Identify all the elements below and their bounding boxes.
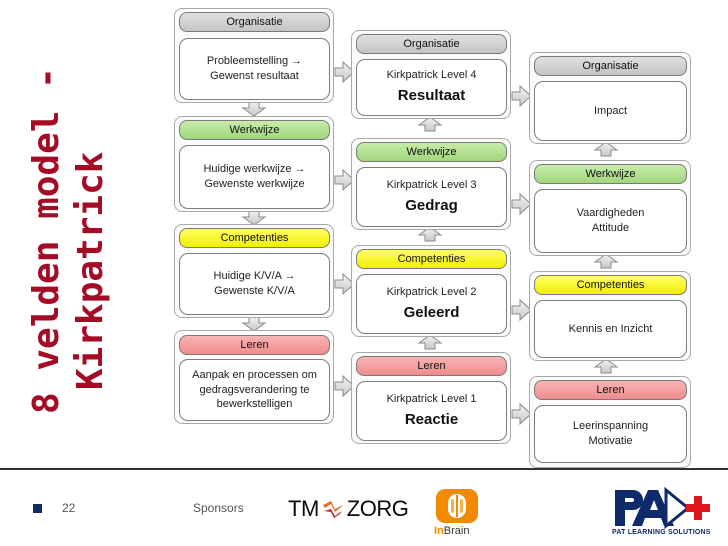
col2-label-competenties: Competenties bbox=[356, 249, 507, 269]
arrow-down-2 bbox=[241, 209, 267, 226]
col2-box-organisatie: Kirkpatrick Level 4 Resultaat bbox=[356, 59, 507, 116]
col1-box-leren: Aanpak en processen om gedragsveranderin… bbox=[179, 359, 330, 421]
col3-label-leren: Leren bbox=[534, 380, 687, 400]
col3-group-organisatie: Organisatie Impact bbox=[529, 52, 691, 144]
pat-logo-icon bbox=[615, 486, 710, 530]
col1-label-leren: Leren bbox=[179, 335, 330, 355]
col3-box-leren: Leerinspanning Motivatie bbox=[534, 405, 687, 463]
heart-icon bbox=[322, 501, 343, 518]
arrow-down-3 bbox=[241, 315, 267, 332]
arrow-up-4 bbox=[593, 141, 619, 157]
col1-box-organisatie: Probleemstelling → Gewenst resultaat bbox=[179, 38, 330, 100]
title-line-2: Kirkpatrick bbox=[70, 151, 111, 390]
arrow-up-3 bbox=[417, 334, 443, 350]
col3-label-competenties: Competenties bbox=[534, 275, 687, 295]
footer-divider bbox=[0, 468, 728, 470]
col2-box-competenties: Kirkpatrick Level 2 Geleerd bbox=[356, 274, 507, 334]
col2-group-competenties: Competenties Kirkpatrick Level 2 Geleerd bbox=[351, 245, 511, 337]
col1-group-werkwijze: Werkwijze Huidige werkwijze → Gewenste w… bbox=[174, 116, 334, 212]
inbrain-label: InBrain bbox=[434, 525, 470, 537]
pat-logo-text: PAT LEARNING SOLUTIONS bbox=[612, 529, 711, 536]
arrow-down-1 bbox=[241, 100, 267, 117]
col3-group-leren: Leren Leerinspanning Motivatie bbox=[529, 376, 691, 468]
tmz-logo: TM ZORG bbox=[288, 494, 409, 524]
col2-box-werkwijze: Kirkpatrick Level 3 Gedrag bbox=[356, 167, 507, 227]
col2-label-werkwijze: Werkwijze bbox=[356, 142, 507, 162]
col2-box-leren: Kirkpatrick Level 1 Reactie bbox=[356, 381, 507, 441]
col1-box-competenties: Huidige K/V/A → Gewenste K/V/A bbox=[179, 253, 330, 315]
col3-group-competenties: Competenties Kennis en Inzicht bbox=[529, 271, 691, 361]
col2-group-werkwijze: Werkwijze Kirkpatrick Level 3 Gedrag bbox=[351, 138, 511, 230]
footer-bullet-icon bbox=[33, 504, 42, 513]
col3-label-werkwijze: Werkwijze bbox=[534, 164, 687, 184]
col3-box-werkwijze: Vaardigheden Attitude bbox=[534, 189, 687, 253]
col1-group-leren: Leren Aanpak en processen om gedragsvera… bbox=[174, 330, 334, 424]
inbrain-badge-icon bbox=[436, 489, 478, 523]
col1-label-organisatie: Organisatie bbox=[179, 12, 330, 32]
pat-logo: PAT LEARNING SOLUTIONS bbox=[612, 486, 716, 540]
col3-label-organisatie: Organisatie bbox=[534, 56, 687, 76]
col1-group-organisatie: Organisatie Probleemstelling → Gewenst r… bbox=[174, 8, 334, 103]
sponsors-label: Sponsors bbox=[193, 501, 244, 515]
col2-group-leren: Leren Kirkpatrick Level 1 Reactie bbox=[351, 352, 511, 444]
col3-group-werkwijze: Werkwijze Vaardigheden Attitude bbox=[529, 160, 691, 256]
col3-box-competenties: Kennis en Inzicht bbox=[534, 300, 687, 358]
inbrain-logo: InBrain bbox=[432, 489, 482, 541]
col2-label-leren: Leren bbox=[356, 356, 507, 376]
col2-group-organisatie: Organisatie Kirkpatrick Level 4 Resultaa… bbox=[351, 30, 511, 119]
col3-box-organisatie: Impact bbox=[534, 81, 687, 141]
col1-label-werkwijze: Werkwijze bbox=[179, 120, 330, 140]
title-line-1: 8 velden model - bbox=[26, 67, 67, 414]
slide-title: 8 velden model - Kirkpatrick bbox=[24, 61, 111, 416]
tmz-logo-left: TM bbox=[288, 496, 319, 521]
page-number: 22 bbox=[62, 501, 76, 515]
arrow-up-6 bbox=[593, 358, 619, 374]
col2-label-organisatie: Organisatie bbox=[356, 34, 507, 54]
col1-group-competenties: Competenties Huidige K/V/A → Gewenste K/… bbox=[174, 224, 334, 318]
col1-box-werkwijze: Huidige werkwijze → Gewenste werkwijze bbox=[179, 145, 330, 209]
arrow-up-1 bbox=[417, 116, 443, 132]
arrow-up-5 bbox=[593, 253, 619, 269]
tmz-logo-right: ZORG bbox=[346, 496, 409, 521]
col1-label-competenties: Competenties bbox=[179, 228, 330, 248]
